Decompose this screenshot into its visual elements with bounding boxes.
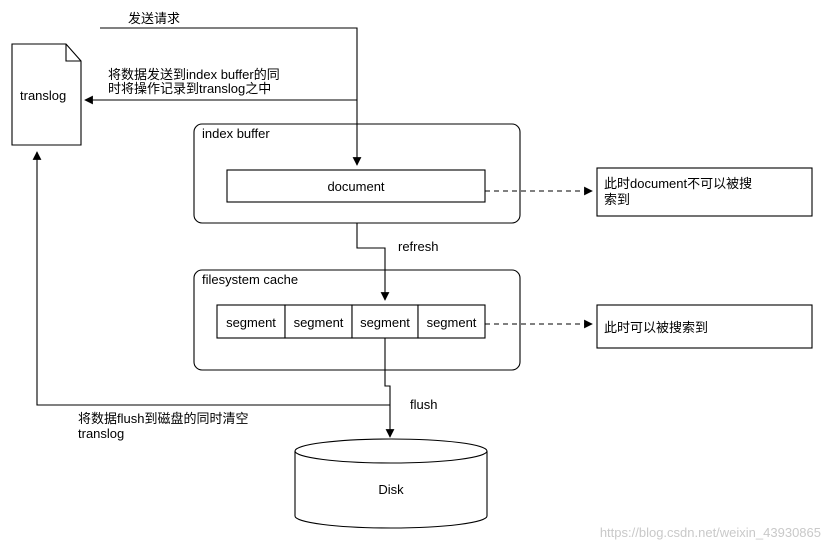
refresh-arrow	[356, 223, 390, 301]
request-label: 发送请求	[128, 11, 181, 26]
flush-label: flush	[410, 397, 438, 412]
translog-fold	[65, 44, 81, 62]
watermark-text: https://blog.csdn.net/weixin_43930865	[599, 525, 821, 540]
flush-arrow	[384, 338, 395, 438]
disk-label: Disk	[378, 482, 404, 497]
flush-note-line1: 将数据flush到磁盘的同时清空	[78, 411, 249, 426]
filesystem-cache-title: filesystem cache	[202, 272, 299, 287]
write-translog-label-line2: 时将操作记录到translog之中	[108, 81, 272, 96]
segment-label: segment	[226, 315, 276, 330]
translog-document-icon	[11, 43, 82, 146]
document-box	[226, 169, 486, 203]
segment-label: segment	[426, 315, 477, 330]
write-translog-label-line1: 将数据发送到index buffer的同	[108, 67, 280, 82]
flush-note-line2: translog	[78, 426, 125, 441]
note-segment-box	[596, 304, 813, 349]
note-document-line2: 索到	[604, 192, 631, 207]
note-document-box	[596, 167, 813, 217]
note-document-line1: 此时document不可以被搜	[604, 176, 753, 191]
segment-label: segment	[360, 315, 410, 330]
disk-cylinder-top	[294, 438, 488, 464]
clear-translog-arrow	[32, 151, 390, 406]
segment-box	[417, 304, 486, 339]
disk-cylinder	[294, 451, 488, 529]
document-label: document	[327, 179, 385, 194]
index-buffer-title: index buffer	[202, 126, 270, 141]
request-arrow	[100, 27, 362, 166]
note-segment-label: 此时可以被搜索到	[604, 320, 709, 335]
translog-label: translog	[20, 88, 67, 103]
segment-label: segment	[293, 315, 344, 330]
refresh-label: refresh	[398, 239, 439, 254]
